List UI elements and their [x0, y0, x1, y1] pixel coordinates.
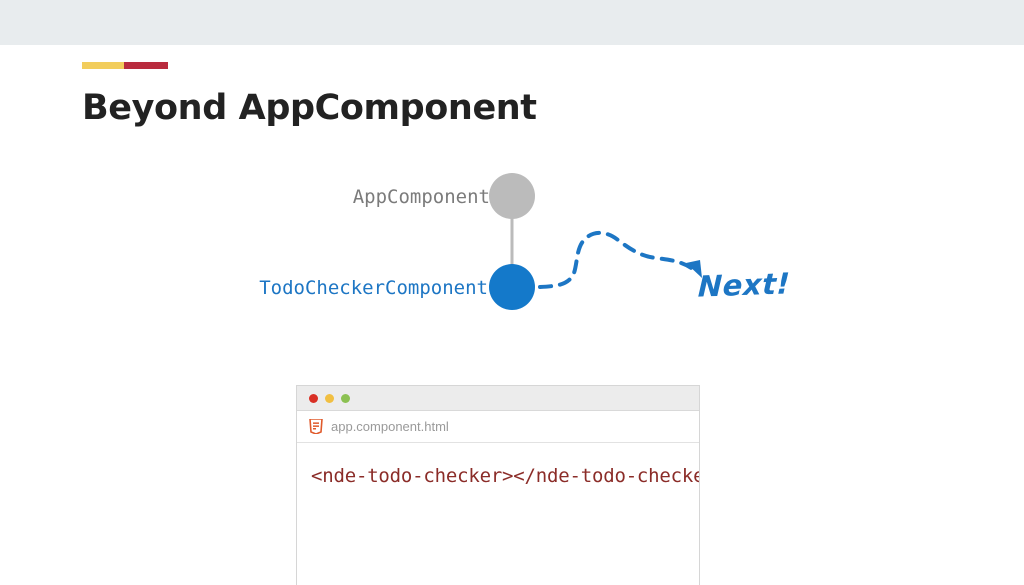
- diagram-graphics: [489, 173, 702, 310]
- accent-bar-segment-left: [82, 62, 124, 69]
- title-accent-bar: [82, 62, 168, 69]
- slide-header-band: [0, 0, 1024, 45]
- window-close-button[interactable]: [309, 393, 318, 403]
- code-window: app.component.html <nde-todo-checker></n…: [296, 385, 700, 585]
- html5-icon: [309, 419, 323, 434]
- code-line: <nde-todo-checker></nde-todo-checker>: [311, 465, 700, 487]
- next-arrow-dashed-path: [538, 230, 696, 289]
- code-editor-area[interactable]: <nde-todo-checker></nde-todo-checker>: [297, 443, 699, 585]
- next-annotation-label: Next!: [697, 266, 791, 304]
- code-tab-filename: app.component.html: [331, 419, 449, 434]
- code-window-tabbar[interactable]: app.component.html: [297, 411, 699, 443]
- code-window-titlebar[interactable]: [297, 386, 699, 411]
- component-tree-diagram: AppComponent TodoCheckerComponent Next!: [0, 150, 1024, 340]
- node-label-app-component: AppComponent: [352, 186, 490, 208]
- window-minimize-button[interactable]: [325, 393, 334, 403]
- node-label-todo-checker-component: TodoCheckerComponent: [259, 277, 488, 299]
- node-circle-todo-checker-component: [489, 264, 535, 310]
- window-maximize-button[interactable]: [341, 393, 350, 403]
- page-title: Beyond AppComponent: [82, 88, 537, 128]
- next-arrow-head-icon: [686, 260, 702, 278]
- node-circle-app-component: [489, 173, 535, 219]
- accent-bar-segment-right: [124, 62, 168, 69]
